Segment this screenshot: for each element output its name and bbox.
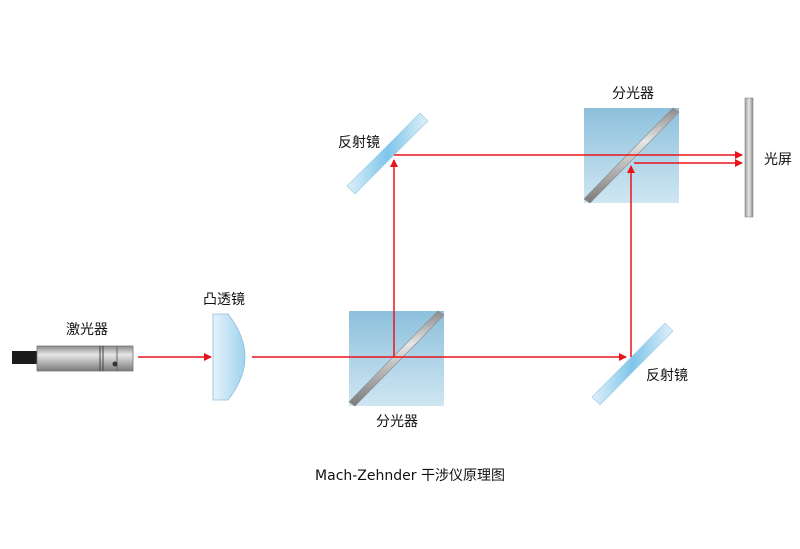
laser	[12, 345, 134, 372]
label-mirror-bottom: 反射镜	[646, 368, 688, 384]
laser-beams	[138, 151, 743, 361]
mirror-bottom	[591, 322, 674, 406]
diagram-caption: Mach-Zehnder 干涉仪原理图	[315, 468, 505, 484]
label-beam-splitter-bottom: 分光器	[376, 414, 418, 430]
convex-lens	[212, 313, 246, 401]
label-lens: 凸透镜	[203, 292, 245, 308]
label-mirror-top: 反射镜	[338, 135, 380, 151]
beam-splitter-bottom	[348, 310, 445, 407]
light-screen	[744, 97, 754, 218]
label-laser: 激光器	[66, 322, 108, 338]
mirror-top	[346, 112, 429, 195]
label-beam-splitter-top: 分光器	[612, 86, 654, 102]
label-screen: 光屏	[764, 152, 792, 168]
